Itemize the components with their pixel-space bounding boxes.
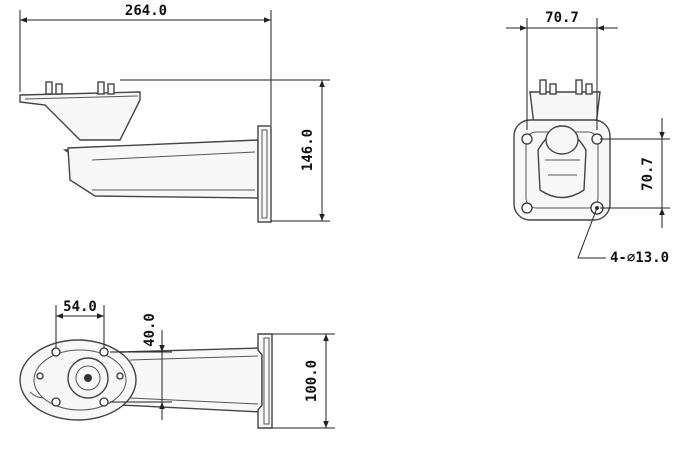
dim-264: 264.0 — [125, 3, 167, 19]
top-view: 54.0 40.0 100.0 — [19, 299, 335, 429]
dim-54: 54.0 — [63, 299, 97, 315]
dim-rear-width: 70.7 — [545, 10, 579, 26]
dim-100: 100.0 — [304, 360, 320, 402]
hole-spec: 4-∅13.0 — [610, 250, 669, 266]
dim-40: 40.0 — [142, 313, 158, 347]
dim-rear-height: 70.7 — [640, 157, 656, 191]
dim-146: 146.0 — [300, 129, 316, 171]
rear-view: 70.7 70.7 4-∅13.0 — [506, 10, 670, 266]
side-view: 264.0 146.0 — [19, 3, 330, 223]
